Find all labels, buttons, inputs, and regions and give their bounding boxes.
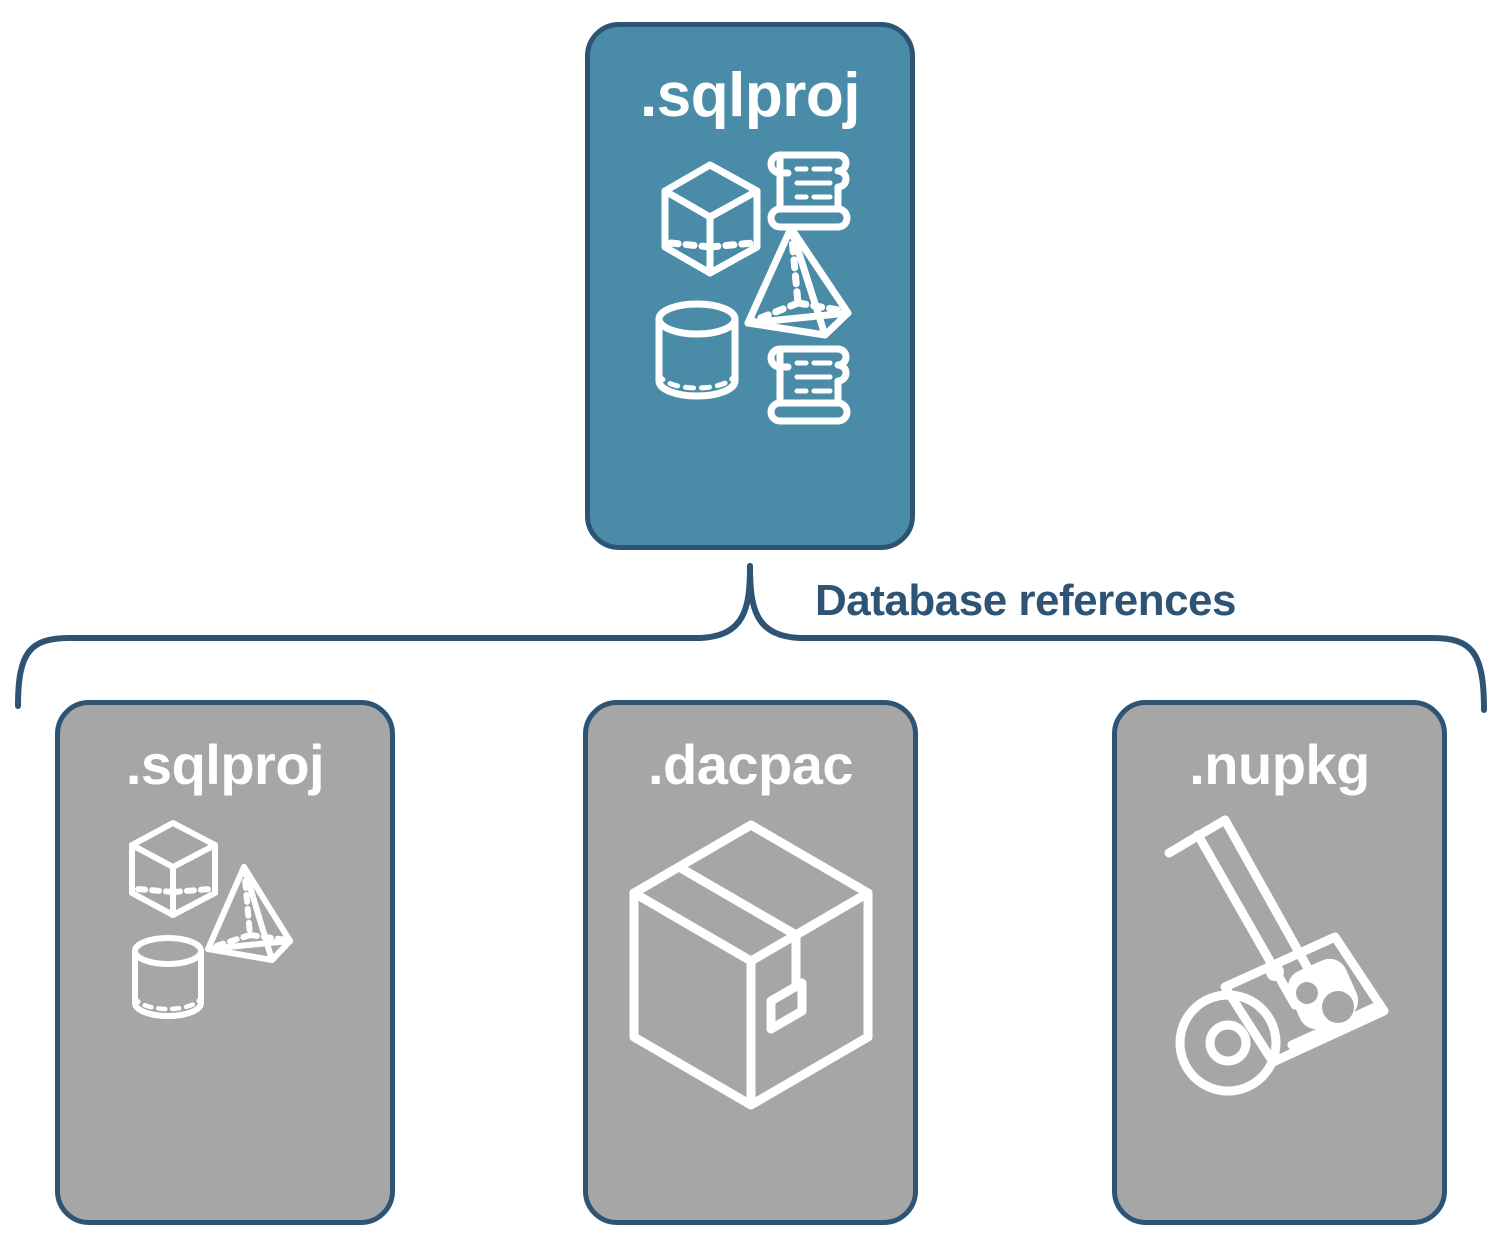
shipping-box-icon <box>629 820 872 1110</box>
pyramid-icon <box>205 864 293 963</box>
card-title: .sqlproj <box>640 61 860 130</box>
database-objects-icon-cluster <box>120 815 330 1045</box>
database-objects-icon-group <box>655 151 852 425</box>
hand-truck-package-icon <box>1164 815 1388 1096</box>
card-title: .nupkg <box>1189 733 1370 796</box>
package-icon-wrap <box>616 815 886 1115</box>
node-card-nupkg[interactable]: .nupkg <box>1112 700 1447 1225</box>
node-card-sqlproj-reference[interactable]: .sqlproj <box>55 700 395 1225</box>
scroll-icon <box>767 345 851 425</box>
cube-icon <box>661 161 761 277</box>
nuget-glyph-holes <box>1295 982 1354 1023</box>
node-card-sqlproj-primary[interactable]: .sqlproj <box>585 22 915 550</box>
database-objects-icon-group <box>129 820 293 1019</box>
pyramid-icon <box>744 224 852 339</box>
node-card-dacpac[interactable]: .dacpac <box>583 700 918 1225</box>
cylinder-icon <box>655 300 739 400</box>
cylinder-icon <box>132 935 204 1019</box>
card-title: .dacpac <box>647 733 854 796</box>
nuget-dot <box>1265 963 1284 981</box>
card-title: .sqlproj <box>125 733 325 796</box>
nuget-icon-wrap <box>1155 815 1405 1105</box>
scroll-icon <box>767 151 851 231</box>
connector-label: Database references <box>815 576 1236 625</box>
primary-icon-cluster <box>635 143 865 433</box>
cube-icon <box>129 820 218 918</box>
